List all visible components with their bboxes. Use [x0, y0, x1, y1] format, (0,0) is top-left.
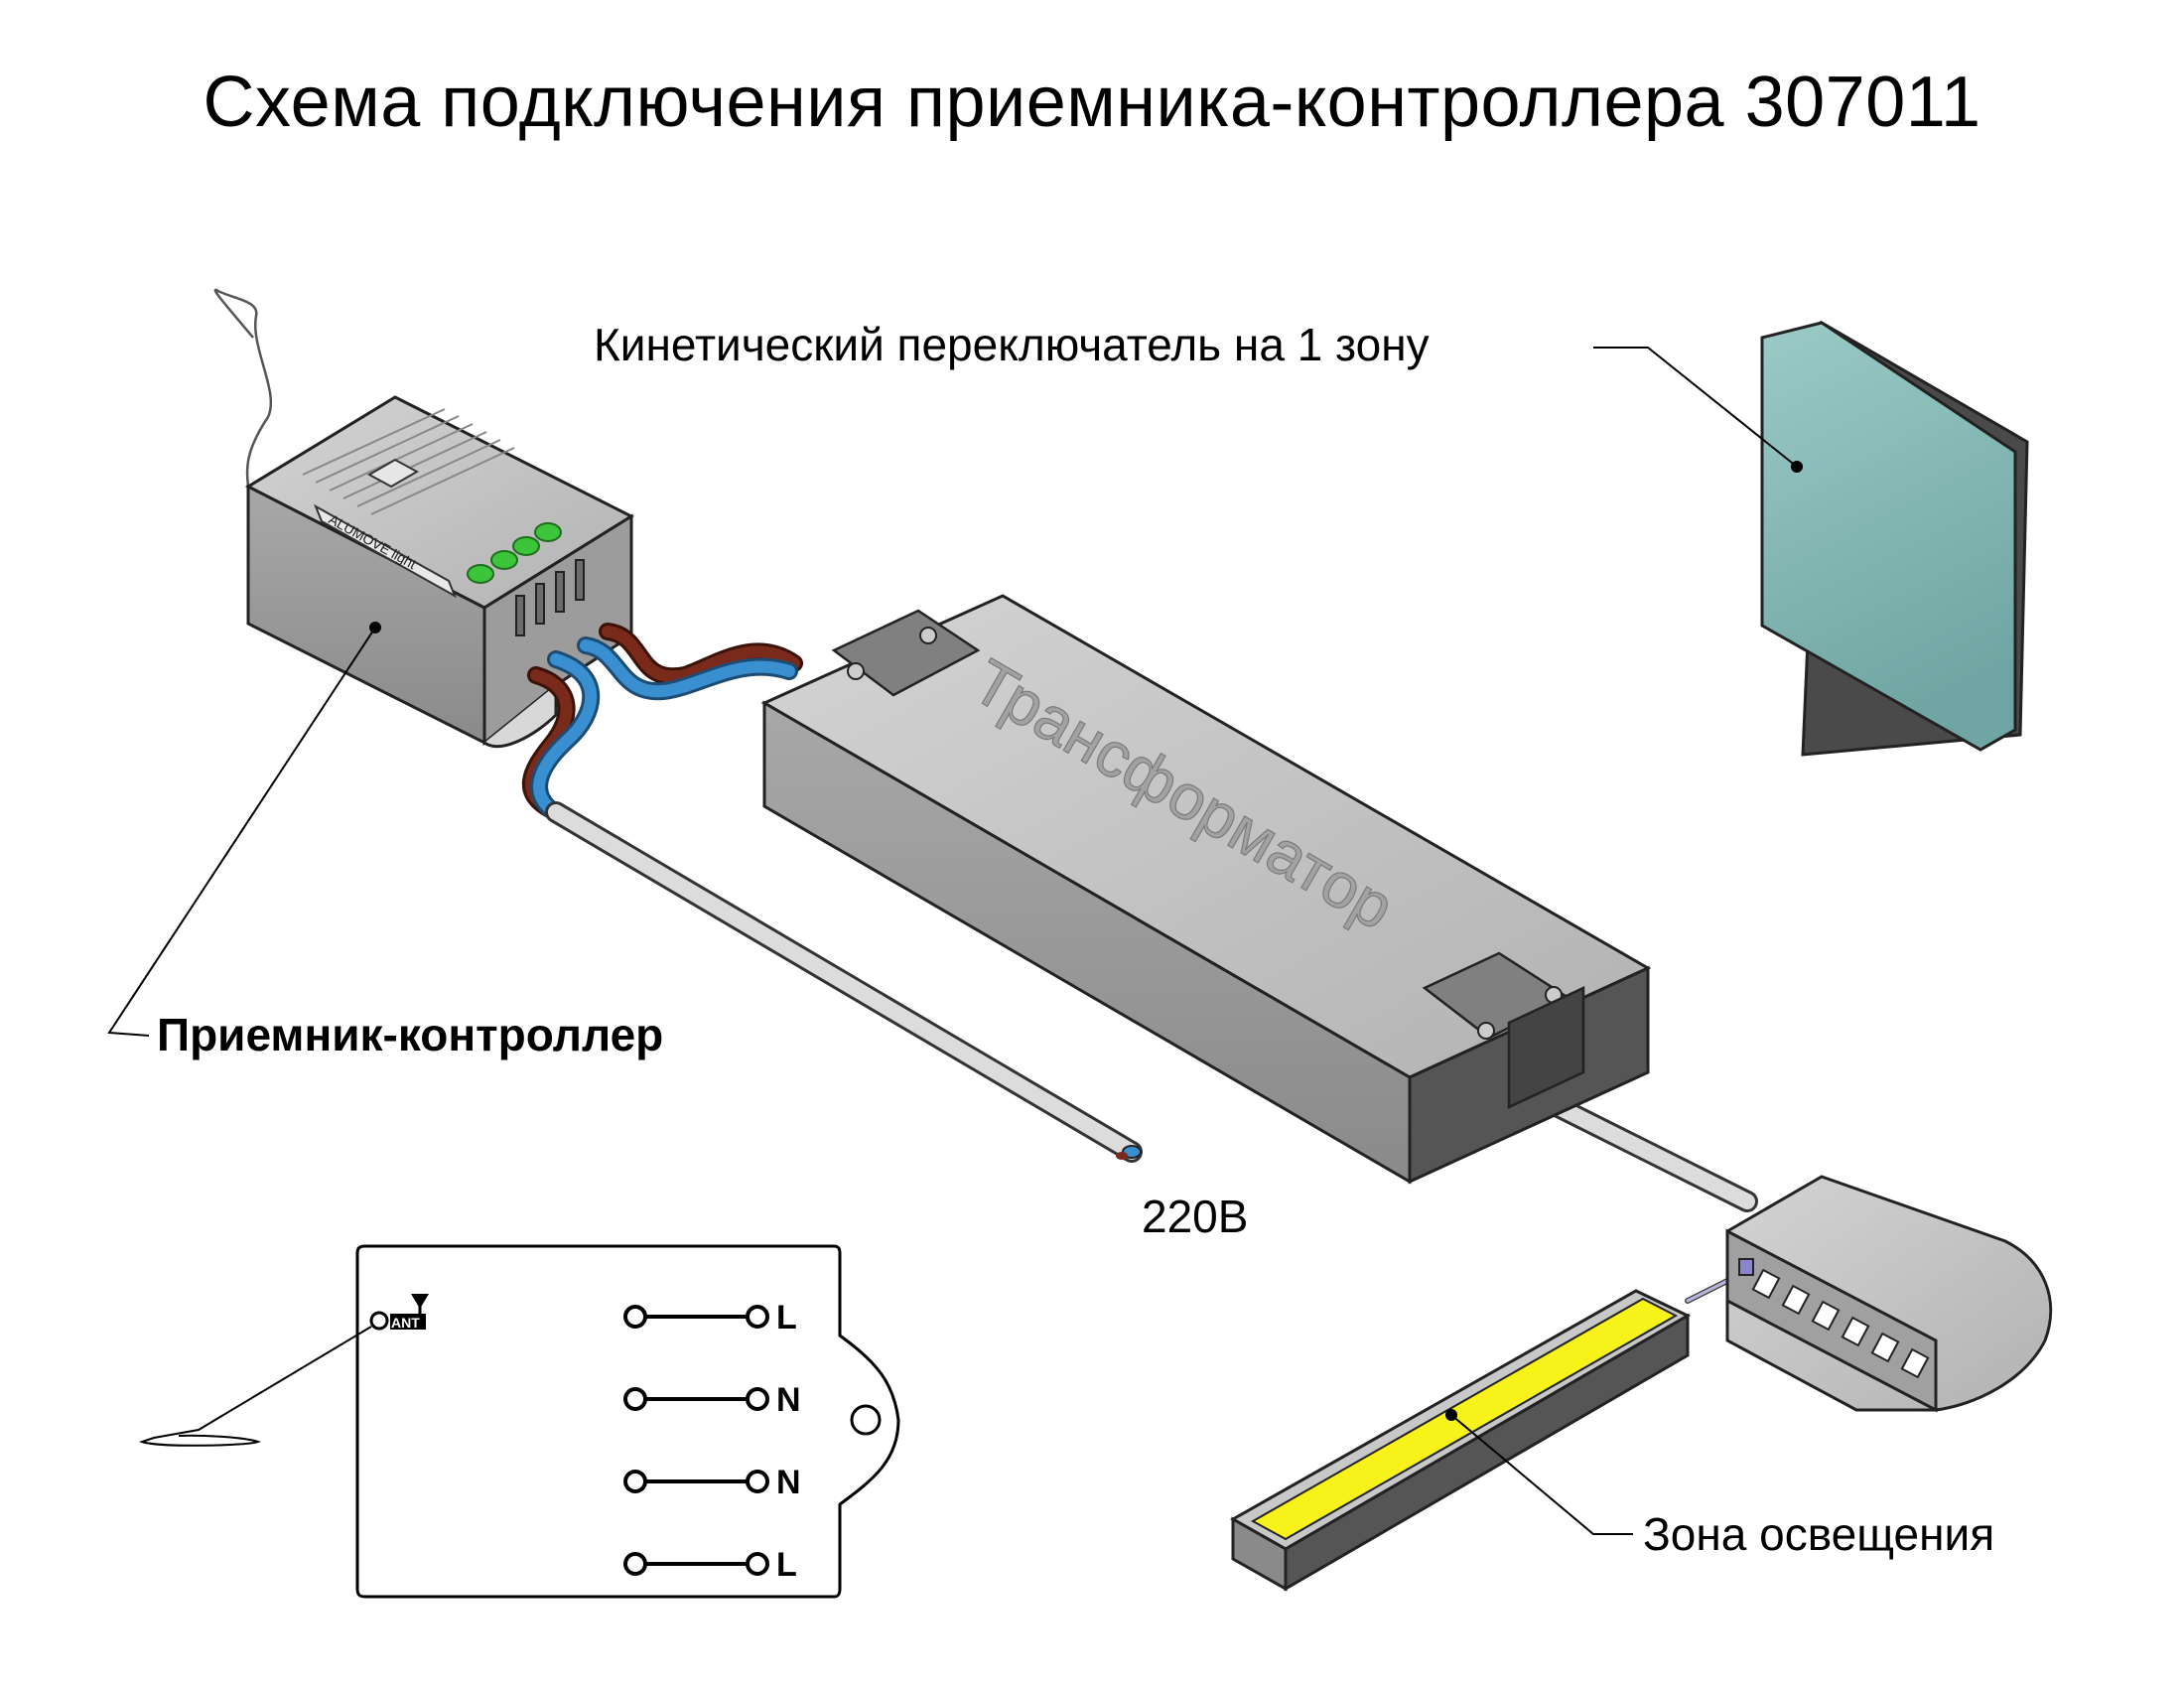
led-indicator [490, 550, 518, 570]
receiver-label: Приемник-контроллер [157, 1009, 664, 1060]
led-indicator [512, 536, 540, 556]
receiver-controller: ALUMOVE light [213, 288, 635, 749]
terminal-label: N [776, 1464, 801, 1501]
leader-lines [107, 347, 1798, 1535]
led-strip [1250, 1297, 1679, 1541]
receiver-leds [467, 522, 562, 584]
kinetic-switch [1760, 320, 2029, 757]
terminal-label: N [776, 1381, 801, 1419]
led-indicator [467, 564, 494, 584]
distributor [1725, 1175, 2053, 1413]
terminal-label: L [776, 1546, 797, 1584]
antenna-wire [213, 288, 273, 497]
switch-face [1760, 321, 2017, 752]
mains-label: 220В [1142, 1191, 1249, 1242]
terminal-label: L [776, 1299, 797, 1336]
receiver-button [366, 458, 420, 489]
transformer: Трансформатор [760, 594, 1652, 1185]
antenna-label: ANT [391, 1315, 420, 1331]
zone-label: Зона освещения [1643, 1508, 1995, 1560]
switch-label: Кинетический переключатель на 1 зону [594, 319, 1430, 370]
wiring-diagram: ANT L N N L [138, 1244, 900, 1599]
antenna-terminal [369, 1311, 389, 1331]
diagram-title: Схема подключения приемника-контроллера … [203, 63, 1981, 142]
led-indicator [534, 522, 562, 542]
lighting-zone [1229, 1289, 1692, 1592]
wires [521, 623, 1758, 1304]
receiver-right-face [482, 513, 633, 747]
